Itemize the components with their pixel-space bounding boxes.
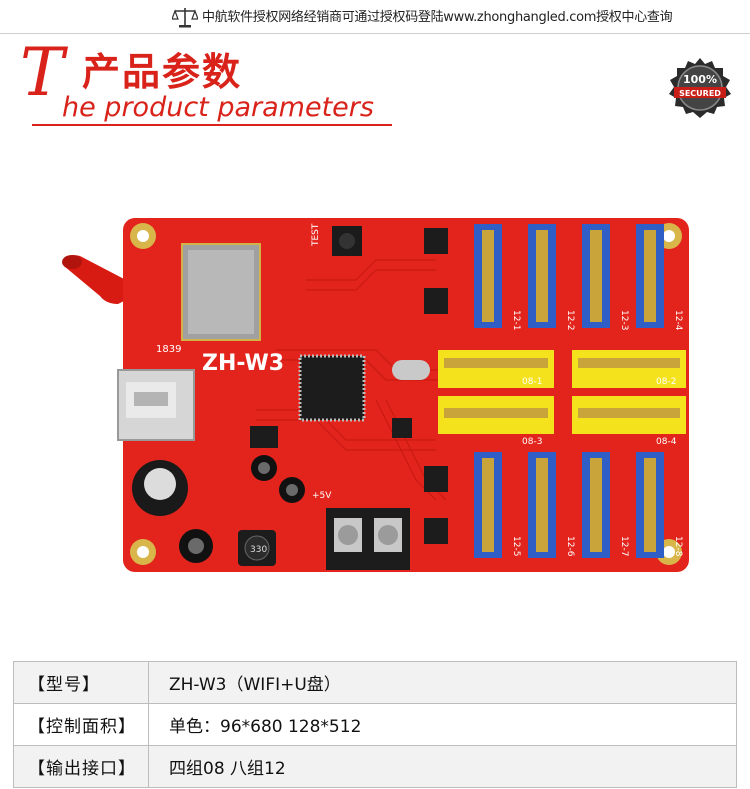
spec-value: 四组08 八组12 xyxy=(148,745,737,788)
spec-row-output: 【输出接口】 四组08 八组12 xyxy=(13,745,737,788)
port-label-08-2: 08-2 xyxy=(656,377,676,387)
test-label: TEST xyxy=(311,223,321,247)
badge-label: SECURED xyxy=(679,89,721,98)
controller-board-photo: TEST ZH-W3 1839 330 +5V xyxy=(62,218,689,572)
authorization-notice: 中航软件授权网络经销商可通过授权码登陆www.zhonghangled.com授… xyxy=(202,10,673,25)
title-big-letter: T xyxy=(20,34,65,111)
port-label-12-6: 12-6 xyxy=(565,536,575,557)
port-label-12-5: 12-5 xyxy=(511,536,521,556)
spec-value: 单色：96*680 128*512 xyxy=(148,703,737,746)
spec-row-control-area: 【控制面积】 单色：96*680 128*512 xyxy=(13,703,737,746)
port-label-12-1: 12-1 xyxy=(511,310,521,330)
spec-key: 【型号】 xyxy=(13,661,149,704)
section-title: T 产品参数 he product parameters xyxy=(14,38,414,126)
spec-row-model: 【型号】 ZH-W3（WIFI+U盘） xyxy=(13,661,737,704)
port-label-12-4: 12-4 xyxy=(673,310,683,331)
port-label-12-8: 12-8 xyxy=(673,536,683,557)
secured-badge: 100% SECURED xyxy=(669,58,731,118)
badge-percent: 100% xyxy=(683,73,717,86)
top-notice-bar: 中航软件授权网络经销商可通过授权码登陆www.zhonghangled.com授… xyxy=(0,0,750,34)
port-label-12-7: 12-7 xyxy=(619,536,629,556)
port-label-12-3: 12-3 xyxy=(619,310,629,330)
spec-key: 【输出接口】 xyxy=(13,745,149,788)
title-english: he product parameters xyxy=(62,92,374,123)
title-chinese: 产品参数 xyxy=(82,50,243,94)
port-label-12-2: 12-2 xyxy=(565,310,575,330)
inductor-label: 330 xyxy=(250,545,267,555)
scale-icon xyxy=(172,8,198,28)
port-label-08-1: 08-1 xyxy=(522,377,542,387)
board-model-label: ZH-W3 xyxy=(202,351,284,376)
spec-table: 【型号】 ZH-W3（WIFI+U盘） 【控制面积】 单色：96*680 128… xyxy=(13,661,737,788)
port-label-08-3: 08-3 xyxy=(522,437,542,447)
spec-key: 【控制面积】 xyxy=(13,703,149,746)
divider xyxy=(0,33,750,34)
title-underline xyxy=(32,124,392,126)
chip-code-label: 1839 xyxy=(156,344,181,355)
spec-value: ZH-W3（WIFI+U盘） xyxy=(148,661,737,704)
power-label: +5V xyxy=(312,491,332,501)
port-label-08-4: 08-4 xyxy=(656,437,677,447)
